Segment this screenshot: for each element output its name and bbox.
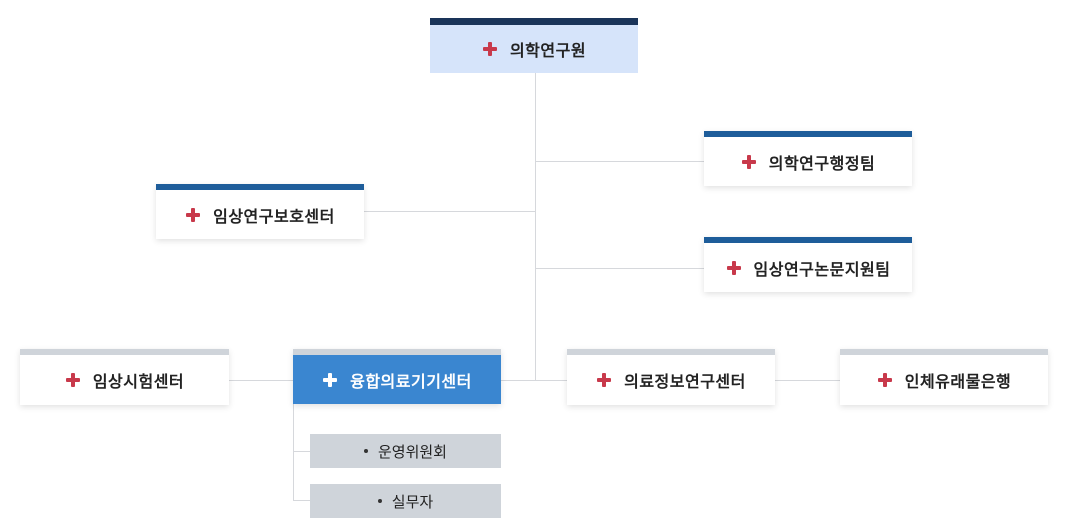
plus-icon: [726, 260, 742, 276]
unit-paper-support-team[interactable]: 임상연구논문지원팀: [704, 237, 912, 292]
unit-label: 임상시험센터: [92, 372, 185, 391]
connector-to-staff: [293, 500, 310, 501]
unit-protection-center[interactable]: 임상연구보호센터: [156, 184, 364, 239]
plus-icon: [741, 154, 757, 170]
unit-clinical-trial-center[interactable]: 임상시험센터: [20, 349, 229, 405]
plus-icon: [877, 372, 893, 388]
plus-icon: [185, 207, 201, 223]
connector-bottom-row-left: [229, 380, 293, 381]
bullet-dot-icon: [377, 499, 382, 503]
connector-to-committee: [293, 451, 310, 452]
unit-label: 융합의료기기센터: [350, 371, 472, 391]
unit-medical-info-center[interactable]: 의료정보연구센터: [567, 349, 775, 405]
connector-bottom-row-mid: [501, 380, 567, 381]
connector-bottom-row-right: [775, 380, 840, 381]
unit-biobank[interactable]: 인체유래물은행: [840, 349, 1048, 405]
connector-sub-vertical: [293, 404, 294, 501]
unit-admin-team[interactable]: 의학연구행정팀: [704, 131, 912, 186]
sub-unit-staff[interactable]: 실무자: [310, 484, 501, 518]
unit-label: 인체유래물은행: [904, 372, 1012, 391]
org-root-box[interactable]: 의학연구원: [430, 18, 638, 73]
connector-main-vertical: [535, 73, 536, 381]
unit-label: 의료정보연구센터: [624, 372, 746, 391]
connector-to-paper-team: [535, 268, 704, 269]
sub-unit-label: 실무자: [391, 492, 434, 511]
plus-icon: [482, 41, 498, 57]
sub-unit-committee[interactable]: 운영위원회: [310, 434, 501, 468]
unit-medical-device-center[interactable]: 융합의료기기센터: [293, 349, 501, 404]
connector-to-admin-team: [535, 161, 704, 162]
unit-label: 임상연구논문지원팀: [753, 259, 891, 279]
plus-icon: [65, 372, 81, 388]
org-root-label: 의학연구원: [509, 41, 587, 60]
sub-unit-label: 운영위원회: [377, 442, 447, 461]
plus-icon: [322, 372, 338, 388]
bullet-dot-icon: [363, 449, 368, 453]
plus-icon: [596, 372, 612, 388]
connector-to-protection-center: [364, 211, 535, 212]
unit-label: 의학연구행정팀: [768, 153, 876, 173]
unit-label: 임상연구보호센터: [213, 206, 335, 226]
